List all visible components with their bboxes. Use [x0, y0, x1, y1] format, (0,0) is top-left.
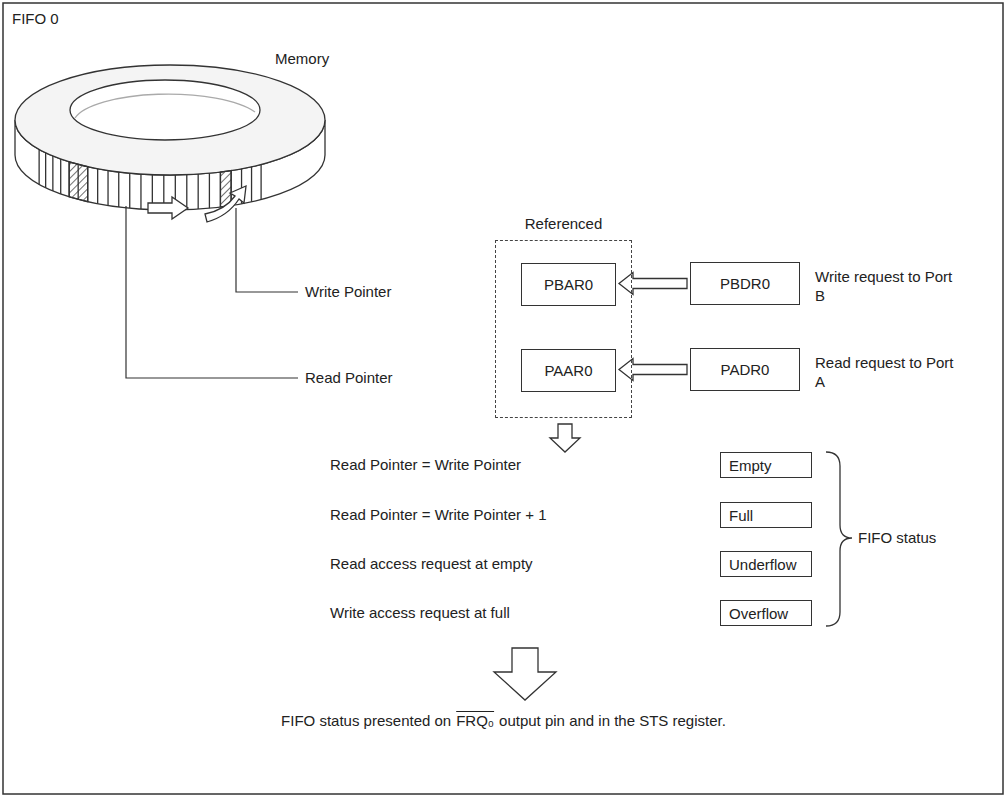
box-label: Full: [729, 507, 753, 524]
register-box: PBDR0: [690, 262, 800, 305]
pin-name: FRQ₀: [456, 712, 494, 729]
condition: Read Pointer = Write Pointer: [330, 456, 521, 475]
title-label: FIFO 0: [12, 10, 59, 29]
status-box: Full: [720, 502, 812, 528]
pointer-label: Write Pointer: [305, 283, 391, 302]
status-box: Underflow: [720, 551, 812, 577]
box-label: PAAR0: [544, 362, 592, 379]
condition: Read access request at empty: [330, 555, 533, 574]
caption-text: output pin and in the STS register.: [499, 712, 726, 729]
brace: [826, 452, 852, 626]
request-arrow: [619, 273, 687, 295]
register-box: PADR0: [690, 348, 800, 391]
condition: Read Pointer = Write Pointer + 1: [330, 506, 547, 525]
status-box: Empty: [720, 452, 812, 478]
note: Write request to Port B: [815, 268, 955, 306]
box-label: Empty: [729, 457, 772, 474]
leader-line: [126, 206, 298, 378]
box-label: PBDR0: [720, 275, 770, 292]
leader-line: [236, 208, 298, 292]
box-label: Underflow: [729, 556, 797, 573]
status-box: Overflow: [720, 600, 812, 626]
memory-ring: [15, 65, 325, 210]
group-box: ReferencedPBAR0PAAR0: [495, 240, 632, 418]
caption-text: FIFO status presented on: [281, 712, 451, 729]
direction-arrow: [148, 197, 188, 219]
group-title: Referenced: [496, 215, 631, 232]
box-label: PADR0: [721, 361, 770, 378]
request-arrow: [619, 359, 687, 381]
note: Read request to Port A: [815, 354, 955, 392]
part-label: Memory: [275, 50, 329, 69]
pointer-label: Read Pointer: [305, 369, 393, 388]
register-box: PBAR0: [521, 263, 616, 306]
register-box: PAAR0: [521, 349, 616, 392]
box-label: Overflow: [729, 605, 788, 622]
box-label: PBAR0: [544, 276, 593, 293]
condition: Write access request at full: [330, 604, 510, 623]
down-arrow: [550, 424, 580, 452]
group-label: FIFO status: [858, 529, 936, 548]
caption-row: FIFO status presented on FRQ₀ output pin a…: [0, 712, 1007, 729]
rotation-arrow: [205, 186, 246, 222]
frame: [3, 3, 1003, 794]
down-arrow: [494, 648, 556, 700]
